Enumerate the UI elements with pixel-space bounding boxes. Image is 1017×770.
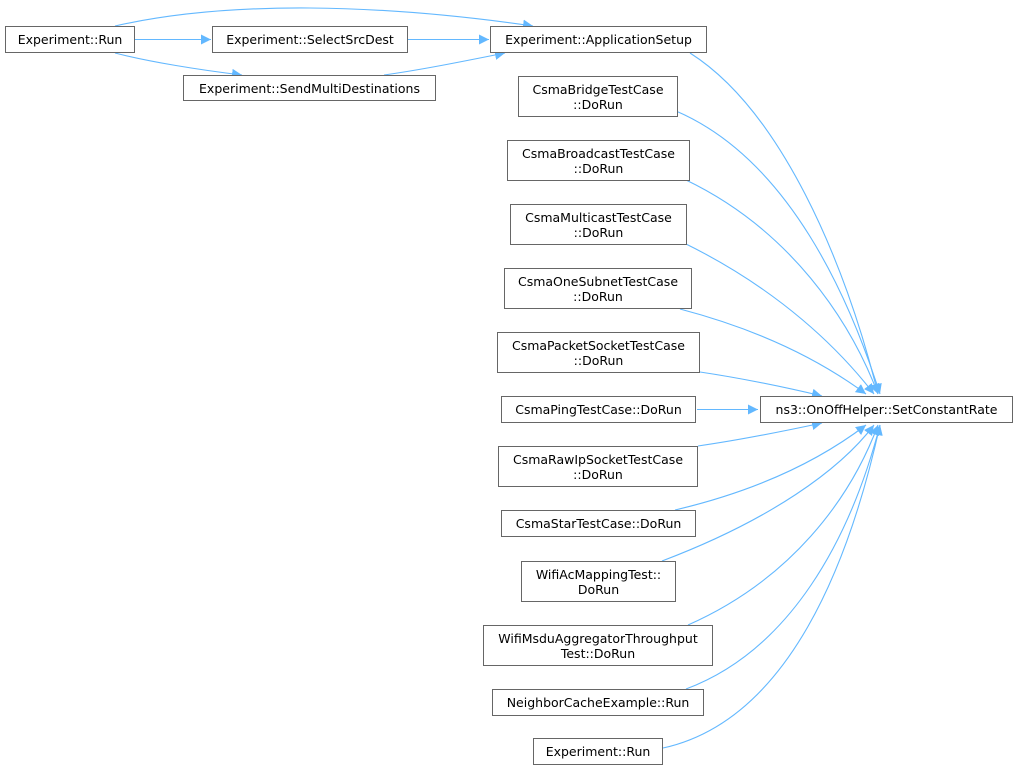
node-onoffhelper-set-constant-rate-target: ns3::OnOffHelper::SetConstantRate bbox=[760, 396, 1013, 423]
node-label-line-1: Experiment::SelectSrcDest bbox=[226, 32, 394, 47]
node-label-line-2: ::DoRun bbox=[573, 352, 624, 368]
edge-csma-star-to-target bbox=[674, 424, 867, 511]
edge-csma-bridge-to-target bbox=[675, 110, 882, 395]
node-label-line-2: ::DoRun bbox=[573, 288, 623, 304]
node-experiment-select-src-dest[interactable]: Experiment::SelectSrcDest bbox=[212, 26, 408, 53]
node-csma-one-subnet-test-case-dorun[interactable]: CsmaOneSubnetTestCase ::DoRun bbox=[504, 268, 692, 309]
node-label-line-1: CsmaRawIpSocketTestCase bbox=[512, 451, 684, 467]
node-csma-ping-test-case-dorun[interactable]: CsmaPingTestCase::DoRun bbox=[501, 396, 696, 423]
node-wifi-msdu-aggregator-throughput-test-dorun[interactable]: WifiMsduAggregatorThroughput Test::DoRun bbox=[483, 625, 713, 666]
node-experiment-application-setup[interactable]: Experiment::ApplicationSetup bbox=[490, 26, 707, 53]
node-csma-star-test-case-dorun[interactable]: CsmaStarTestCase::DoRun bbox=[501, 510, 696, 537]
edge-csma-one-subnet-to-target bbox=[679, 308, 867, 395]
node-experiment-run-bottom[interactable]: Experiment::Run bbox=[533, 738, 663, 765]
node-label-line-1: CsmaPingTestCase::DoRun bbox=[515, 402, 682, 417]
node-label-line-1: Experiment::SendMultiDestinations bbox=[199, 80, 420, 96]
edge-send-multi-to-app-setup bbox=[383, 50, 506, 76]
node-csma-bridge-test-case-dorun[interactable]: CsmaBridgeTestCase ::DoRun bbox=[518, 76, 678, 117]
node-label-line-1: WifiMsduAggregatorThroughput bbox=[498, 630, 698, 646]
node-label-line-2: ::DoRun bbox=[573, 96, 623, 112]
node-label-line-1: CsmaBridgeTestCase bbox=[532, 81, 664, 97]
edge-csma-packet-socket-to-target bbox=[699, 371, 823, 399]
edge-csma-broadcast-to-target bbox=[685, 179, 880, 395]
edge-app-setup-to-target bbox=[689, 52, 881, 395]
edge-neighbor-cache-to-target bbox=[685, 424, 883, 690]
node-label-line-2: ::DoRun bbox=[573, 224, 624, 240]
node-label-line-2: ::DoRun bbox=[573, 160, 624, 176]
node-csma-multicast-test-case-dorun[interactable]: CsmaMulticastTestCase ::DoRun bbox=[510, 204, 687, 245]
node-experiment-send-multi-destinations[interactable]: Experiment::SendMultiDestinations bbox=[183, 75, 436, 101]
node-label-line-2: ::DoRun bbox=[573, 466, 623, 482]
node-label-line-1: Experiment::Run bbox=[17, 32, 123, 47]
node-label-line-2: DoRun bbox=[577, 581, 620, 597]
edge-wifi-ac-mapping-to-target bbox=[661, 424, 875, 562]
node-label-line-1: WifiAcMappingTest:: bbox=[535, 566, 662, 582]
target-node-label: ns3::OnOffHelper::SetConstantRate bbox=[775, 402, 998, 417]
node-label-line-1: CsmaPacketSocketTestCase bbox=[511, 337, 686, 353]
node-label-line-1: CsmaBroadcastTestCase bbox=[522, 145, 675, 161]
edge-exp-run-top-to-send-multi bbox=[114, 52, 243, 79]
edge-exp-run-top-to-app-setup bbox=[114, 7, 534, 30]
node-csma-raw-ip-socket-test-case-dorun[interactable]: CsmaRawIpSocketTestCase ::DoRun bbox=[498, 446, 698, 487]
edge-exp-run-bottom-to-target bbox=[662, 424, 883, 749]
node-experiment-run-top[interactable]: Experiment::Run bbox=[5, 26, 135, 53]
node-label-line-1: Experiment::Run bbox=[545, 744, 651, 759]
node-csma-packet-socket-test-case-dorun[interactable]: CsmaPacketSocketTestCase ::DoRun bbox=[497, 332, 700, 373]
node-label-line-1: CsmaOneSubnetTestCase bbox=[517, 273, 679, 289]
node-label-line-1: NeighborCacheExample::Run bbox=[506, 695, 690, 710]
node-label-line-2: Test::DoRun bbox=[560, 645, 636, 661]
node-label-line-1: CsmaStarTestCase::DoRun bbox=[515, 516, 682, 531]
node-label-line-1: Experiment::ApplicationSetup bbox=[505, 32, 692, 47]
edge-csma-multicast-to-target bbox=[683, 242, 875, 395]
node-csma-broadcast-test-case-dorun[interactable]: CsmaBroadcastTestCase ::DoRun bbox=[507, 140, 690, 181]
edge-csma-raw-ip-to-target bbox=[697, 420, 823, 447]
node-wifi-ac-mapping-test-dorun[interactable]: WifiAcMappingTest:: DoRun bbox=[521, 561, 676, 602]
edge-wifi-msdu-to-target bbox=[687, 424, 880, 626]
node-label-line-1: CsmaMulticastTestCase bbox=[525, 209, 672, 225]
node-neighbor-cache-example-run[interactable]: NeighborCacheExample::Run bbox=[492, 689, 704, 716]
